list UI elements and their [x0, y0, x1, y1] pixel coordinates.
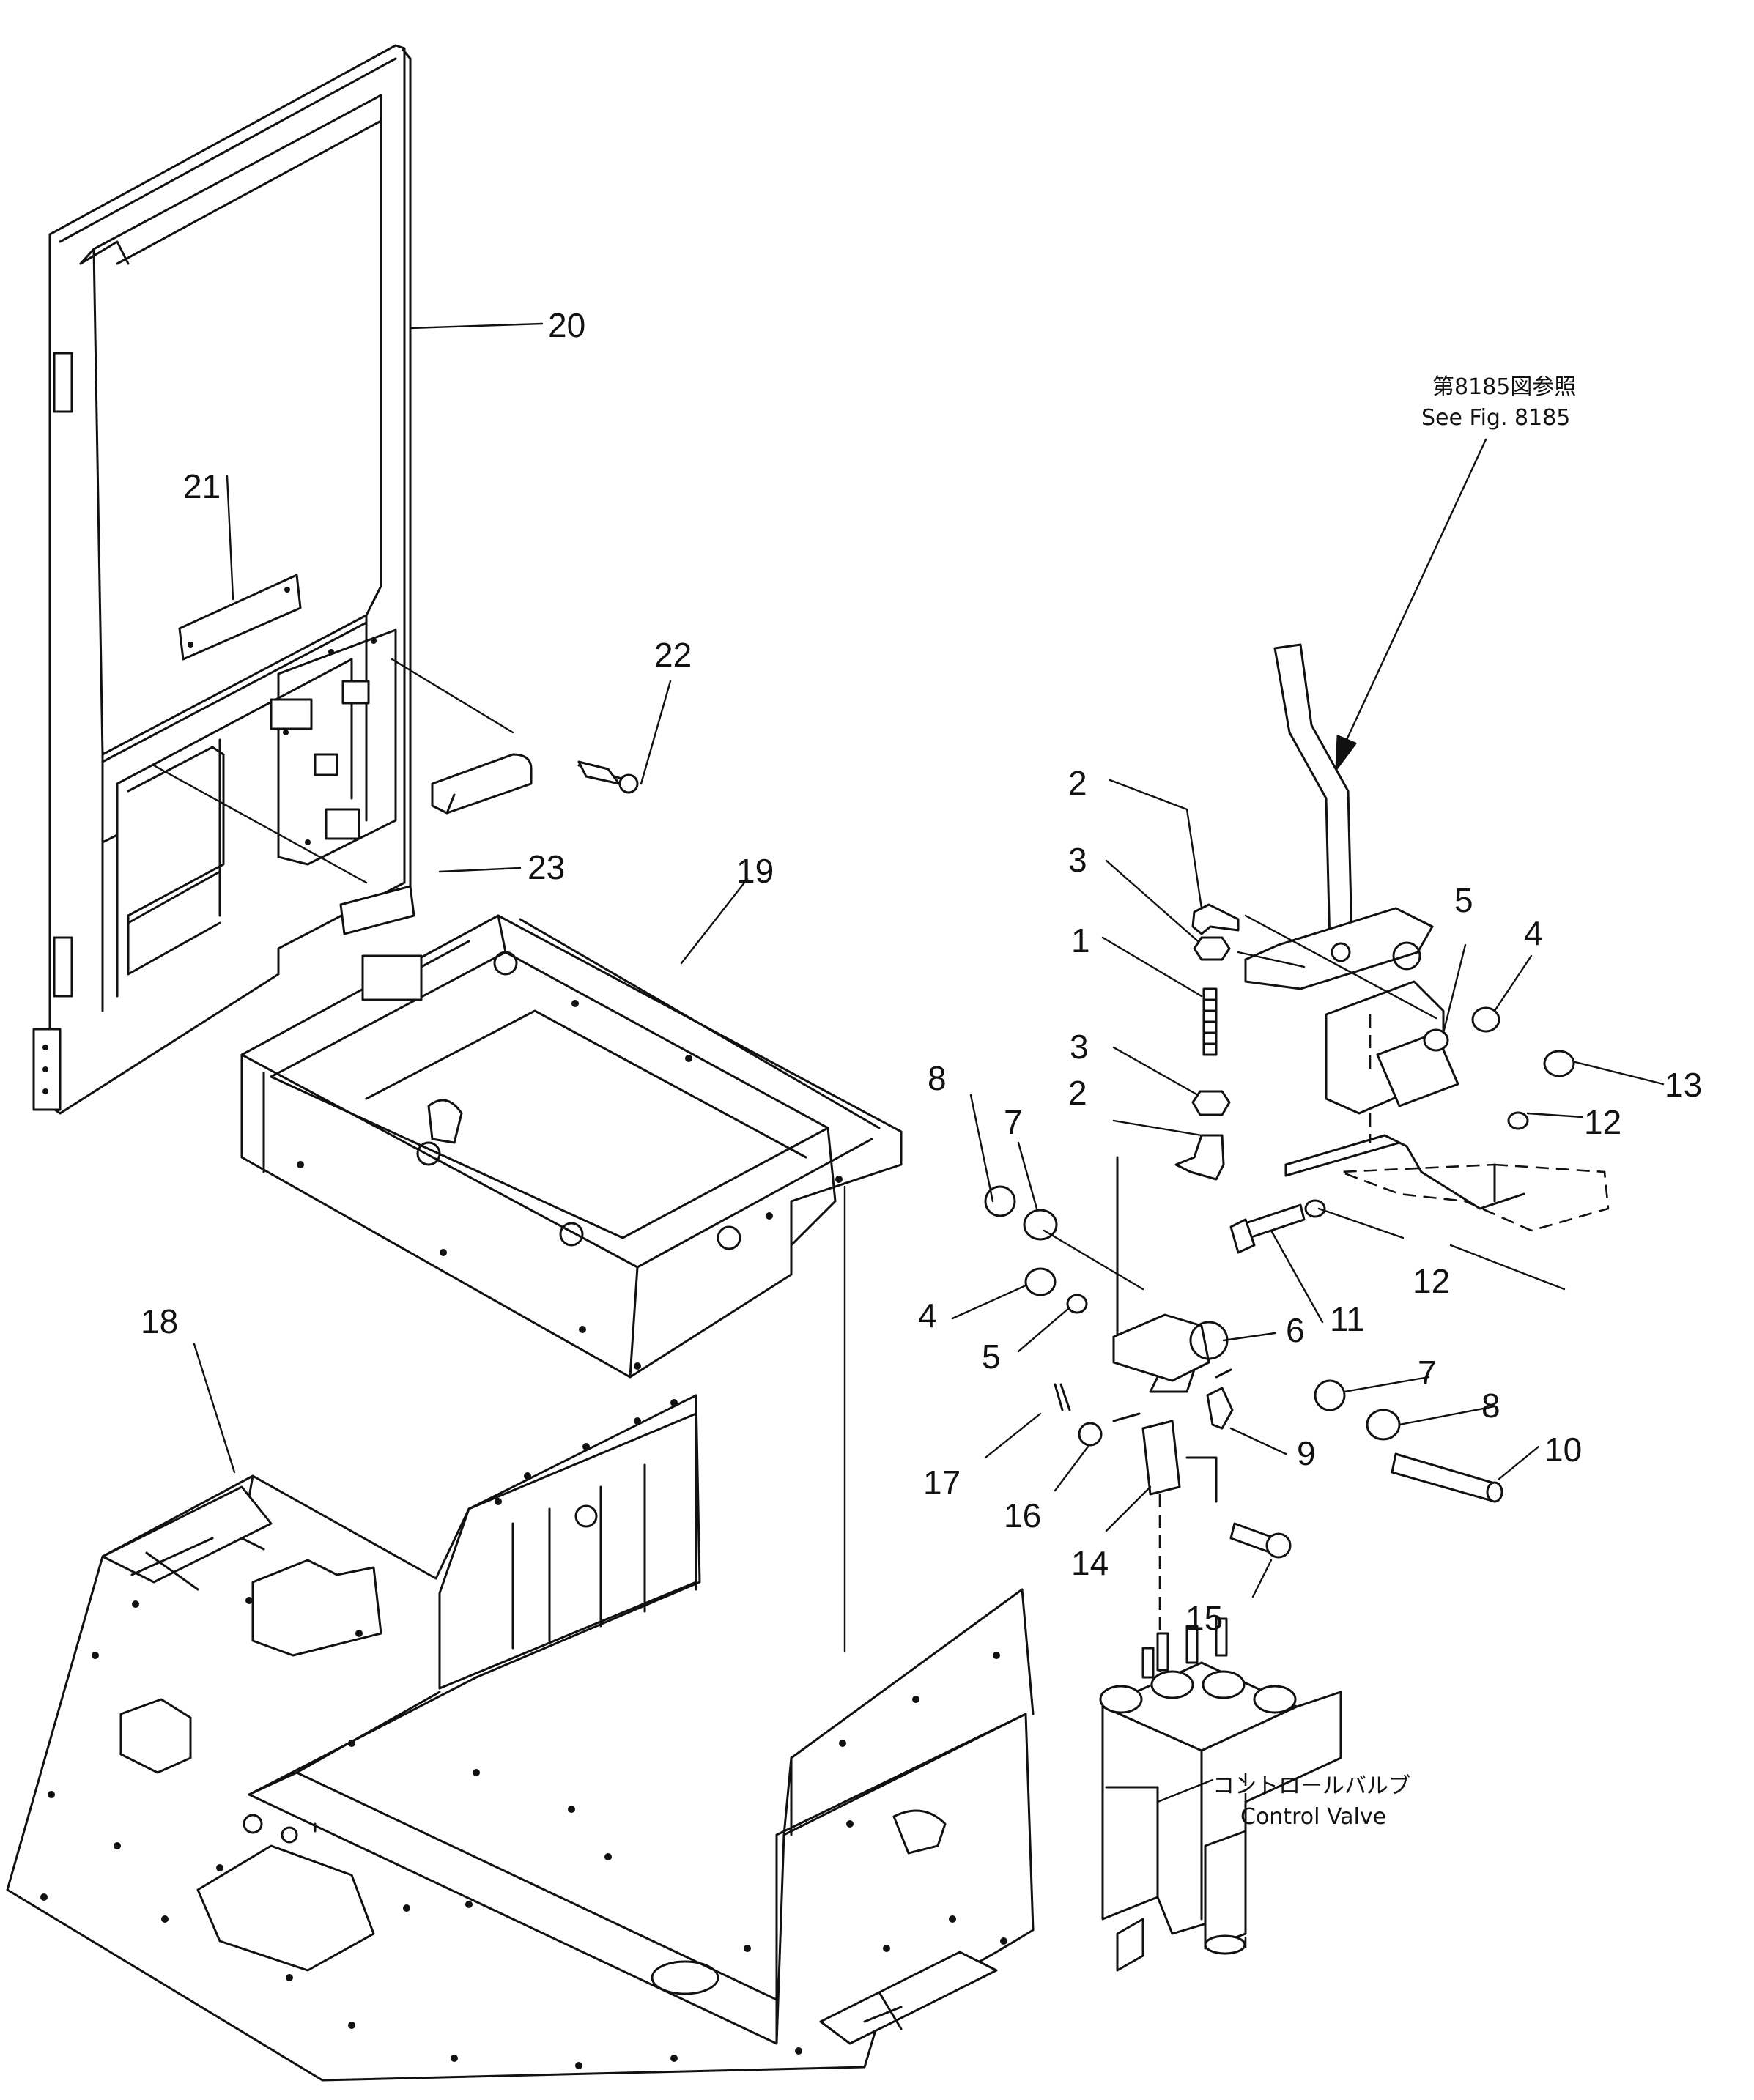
door-assembly [32, 44, 639, 1115]
callout-14: 14 [1071, 1544, 1109, 1582]
callout-23: 23 [528, 848, 565, 886]
lever-linkage [984, 643, 1610, 1972]
callout-22: 22 [654, 636, 692, 674]
callout-10: 10 [1544, 1431, 1582, 1469]
callout-4-lower: 4 [918, 1296, 937, 1335]
leader-lines [193, 322, 1665, 1803]
callout-19: 19 [736, 852, 774, 890]
callout-18: 18 [141, 1302, 178, 1340]
control-valve-label-en: Control Valve [1240, 1804, 1386, 1830]
callout-16: 16 [1004, 1496, 1041, 1535]
callout-9: 9 [1297, 1434, 1316, 1472]
callout-3-upper: 3 [1068, 841, 1087, 879]
callout-7-lower: 7 [1418, 1354, 1437, 1392]
callout-1: 1 [1071, 921, 1090, 960]
see-fig-note-en: See Fig. 8185 [1421, 405, 1570, 431]
callout-8-upper: 8 [928, 1059, 947, 1097]
callout-12-lower: 12 [1413, 1262, 1450, 1300]
callout-12-upper: 12 [1584, 1103, 1621, 1141]
callout-11: 11 [1330, 1300, 1365, 1338]
seat-box [240, 914, 903, 1379]
callout-13: 13 [1665, 1066, 1702, 1104]
callout-2-lower: 2 [1068, 1074, 1087, 1112]
callout-7-upper: 7 [1004, 1103, 1023, 1141]
callout-labels: 20 21 22 23 19 18 2 3 1 3 2 5 4 13 12 12… [141, 306, 1702, 1637]
callout-21: 21 [183, 467, 221, 505]
callout-8-lower: 8 [1481, 1387, 1500, 1425]
callout-2-upper: 2 [1068, 764, 1087, 802]
reference-notes: 第8185図参照 See Fig. 8185 コントロールバルブ Control… [1213, 374, 1576, 1830]
callout-6: 6 [1286, 1311, 1305, 1349]
callout-4-upper: 4 [1524, 914, 1543, 952]
callout-15: 15 [1185, 1599, 1223, 1637]
callout-17: 17 [923, 1463, 961, 1502]
callout-20: 20 [548, 306, 585, 344]
callout-5-upper: 5 [1454, 881, 1473, 919]
see-fig-note-jp: 第8185図参照 [1432, 374, 1576, 400]
control-valve-label-jp: コントロールバルブ [1213, 1773, 1410, 1799]
callout-3-lower: 3 [1070, 1028, 1089, 1066]
floor-plate [6, 1394, 1035, 2082]
callout-5-lower: 5 [982, 1337, 1001, 1376]
